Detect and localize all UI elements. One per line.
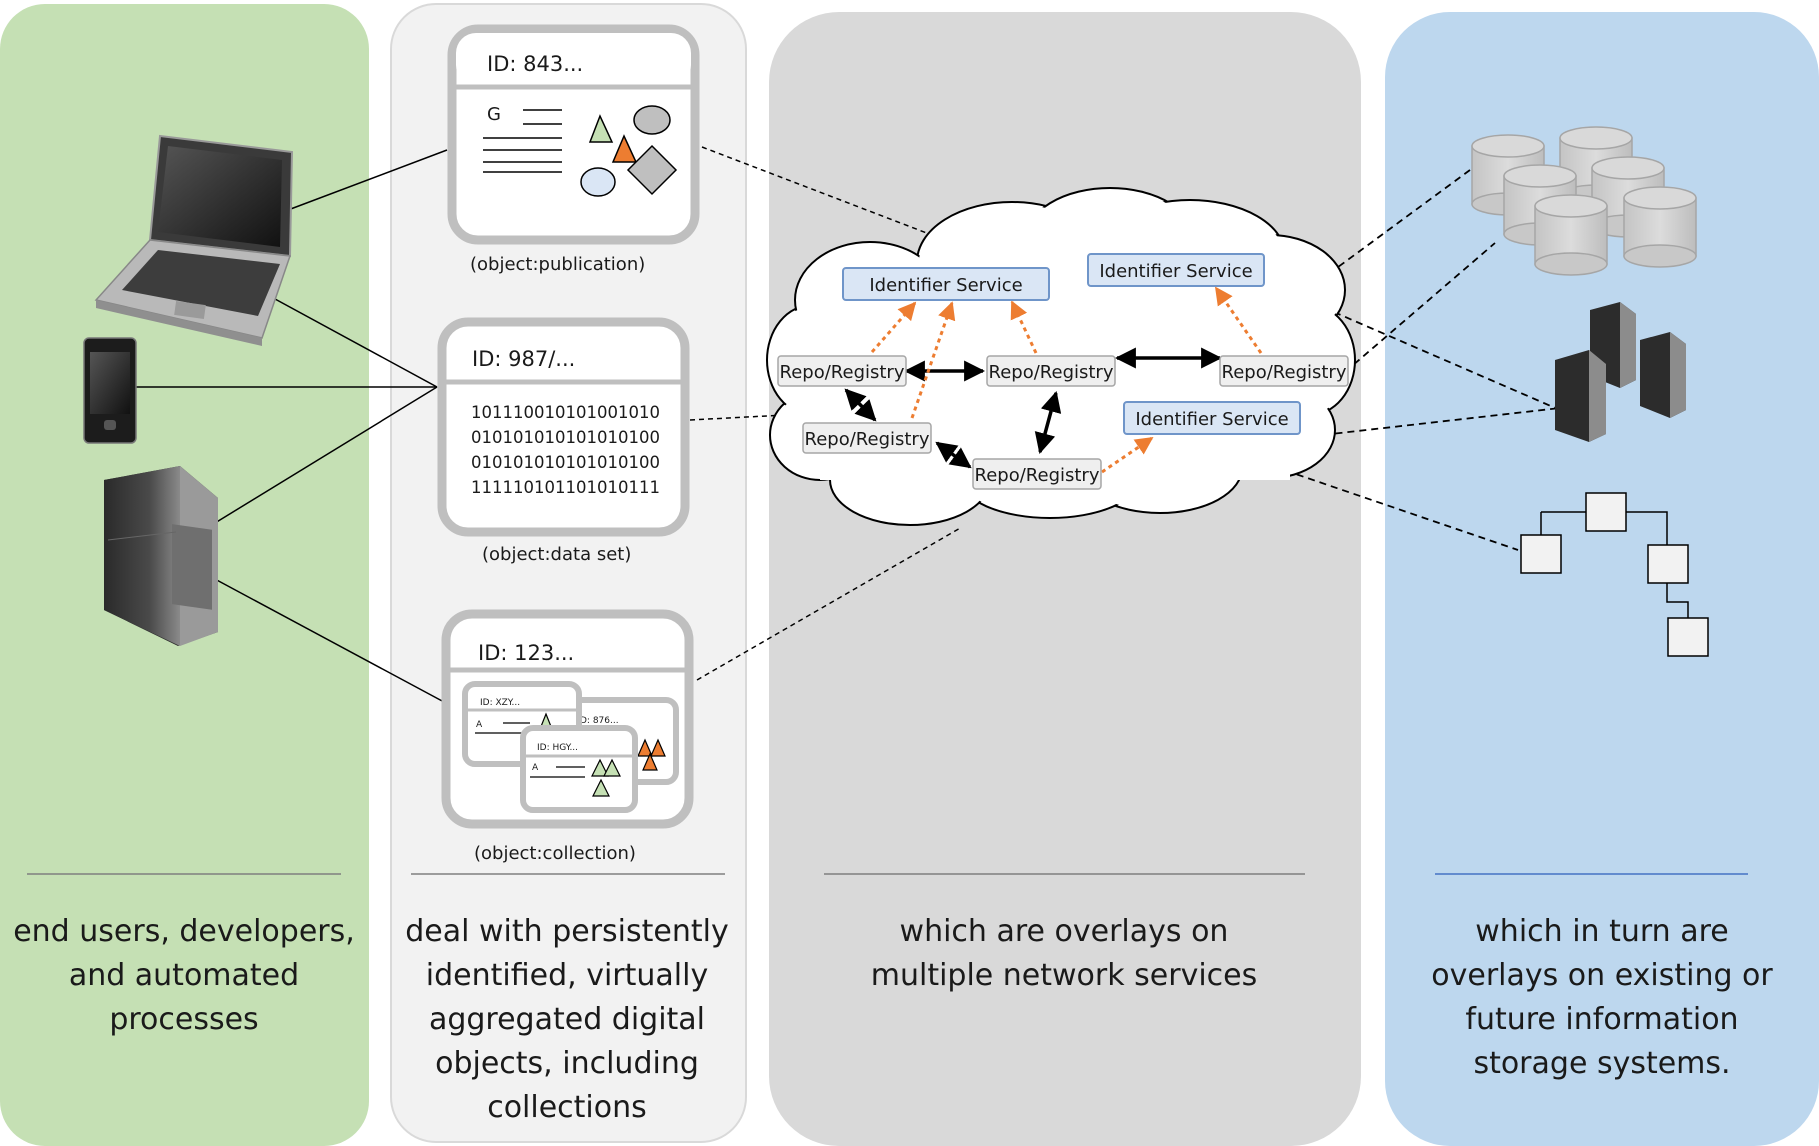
publication-heading-letter: G (487, 104, 501, 125)
smartphone-icon (83, 337, 137, 444)
repo-registry-label: Repo/Registry (780, 362, 905, 383)
panel-text-line: and automated (69, 958, 299, 993)
panel-users-text: end users, developers, and automated pro… (13, 914, 355, 1037)
panel-storage-text: which in turn are overlays on existing o… (1431, 914, 1773, 1081)
publication-object: ID: 843... G (object:publication) (447, 24, 700, 275)
gray-ellipse-icon (633, 105, 671, 135)
panel-text-line: aggregated digital (429, 1002, 705, 1037)
panel-text-line: end users, developers, (13, 914, 355, 949)
panel-text-line: deal with persistently (405, 914, 728, 949)
green-triangle-icon (588, 114, 614, 143)
collection-caption: (object:collection) (474, 843, 636, 864)
identifier-service-label: Identifier Service (1099, 261, 1252, 282)
repo-registry-label: Repo/Registry (1222, 362, 1347, 383)
device-connectors (134, 149, 448, 703)
dataset-binary-row: 101110010101001010 (471, 403, 660, 422)
dataset-id: ID: 987/... (472, 347, 575, 371)
repo-registry-label: Repo/Registry (805, 429, 930, 450)
laptop-icon (94, 134, 294, 346)
server-tower-icon (104, 466, 218, 646)
dataset-binary-row: 111110101101010111 (471, 478, 660, 497)
gray-diamond-icon (626, 144, 678, 196)
repo-links (844, 347, 1223, 469)
repo-registry-label: Repo/Registry (975, 465, 1100, 486)
panel-text-line: collections (487, 1090, 647, 1125)
panel-text-line: storage systems. (1473, 1046, 1730, 1081)
identifier-service-3: Identifier Service (1123, 401, 1301, 435)
collection-object: ID: 123... D: 876... ID: XZY... A ID: HG… (441, 609, 694, 864)
object-cloud-connectors (689, 146, 963, 681)
panel-text-line: overlays on existing or (1431, 958, 1773, 993)
resolution-links (870, 286, 1263, 474)
sub-object-id: ID: XZY... (480, 698, 520, 708)
panel-text-line: objects, including (435, 1046, 699, 1081)
panel-objects-text: deal with persistently identified, virtu… (405, 914, 728, 1125)
publication-caption: (object:publication) (470, 254, 645, 275)
panel-network-text: which are overlays on multiple network s… (871, 914, 1258, 993)
dataset-binary-row: 010101010101010100 (471, 453, 660, 472)
panel-text-line: which in turn are (1475, 914, 1728, 949)
identifier-service-label: Identifier Service (869, 275, 1022, 296)
collection-id: ID: 123... (478, 641, 574, 665)
repo-registry-node: Repo/Registry (802, 422, 932, 454)
dataset-binary-row: 010101010101010100 (471, 428, 660, 447)
panel-storage-bg (1385, 12, 1819, 1146)
hierarchy-tree-icon (1520, 492, 1709, 657)
repo-registry-node: Repo/Registry (986, 355, 1116, 387)
identifier-service-2: Identifier Service (1087, 253, 1265, 287)
panel-text-line: multiple network services (871, 958, 1258, 993)
orange-triangle-icon (611, 134, 638, 163)
panel-text-line: identified, virtually (426, 958, 708, 993)
dataset-caption: (object:data set) (482, 544, 631, 565)
repo-registry-node: Repo/Registry (972, 458, 1102, 490)
panel-text-line: processes (109, 1002, 258, 1037)
blue-ellipse-icon (580, 167, 616, 197)
sub-object-id: D: 876... (580, 716, 619, 726)
panel-text-line: future information (1465, 1002, 1738, 1037)
identifier-service-1: Identifier Service (842, 267, 1050, 301)
server-cluster-icon (1555, 302, 1686, 442)
database-cylinders-icon (1471, 126, 1697, 276)
panel-objects-bg (390, 3, 747, 1143)
repo-registry-node: Repo/Registry (777, 355, 907, 387)
repo-registry-node: Repo/Registry (1219, 355, 1349, 387)
dataset-object: ID: 987/... 101110010101001010 010101010… (437, 317, 690, 565)
identifier-service-label: Identifier Service (1135, 409, 1288, 430)
panel-text-line: which are overlays on (900, 914, 1229, 949)
repo-registry-label: Repo/Registry (989, 362, 1114, 383)
publication-id: ID: 843... (487, 52, 583, 76)
sub-object-id: ID: HGY... (537, 743, 578, 753)
sub-object-letter: A (476, 720, 483, 730)
sub-object-letter: A (532, 763, 539, 773)
